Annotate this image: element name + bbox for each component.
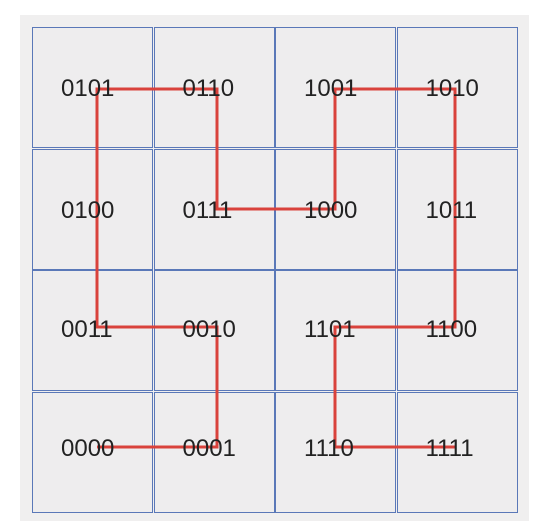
cell-code-label: 0010	[182, 316, 236, 343]
cell-code-label: 1101	[304, 316, 356, 343]
cell-code-label: 1100	[425, 316, 478, 343]
cell-code-label: 1000	[304, 197, 358, 224]
cell-code-label: 1010	[425, 75, 479, 102]
cell-code-label: 0100	[61, 197, 115, 224]
cell-code-label: 1110	[304, 435, 354, 462]
cell-code-label: 0111	[182, 197, 233, 224]
cell-code-label: 1111	[425, 435, 474, 462]
cell-code-label: 0011	[61, 316, 113, 343]
cell-code-label: 0000	[61, 435, 115, 462]
cell-code-label: 0001	[182, 435, 236, 462]
cell-code-label: 0101	[61, 75, 115, 102]
cell-code-label: 1011	[425, 197, 478, 224]
cell-code-label: 0110	[182, 75, 235, 102]
cell-code-label: 1001	[304, 75, 358, 102]
